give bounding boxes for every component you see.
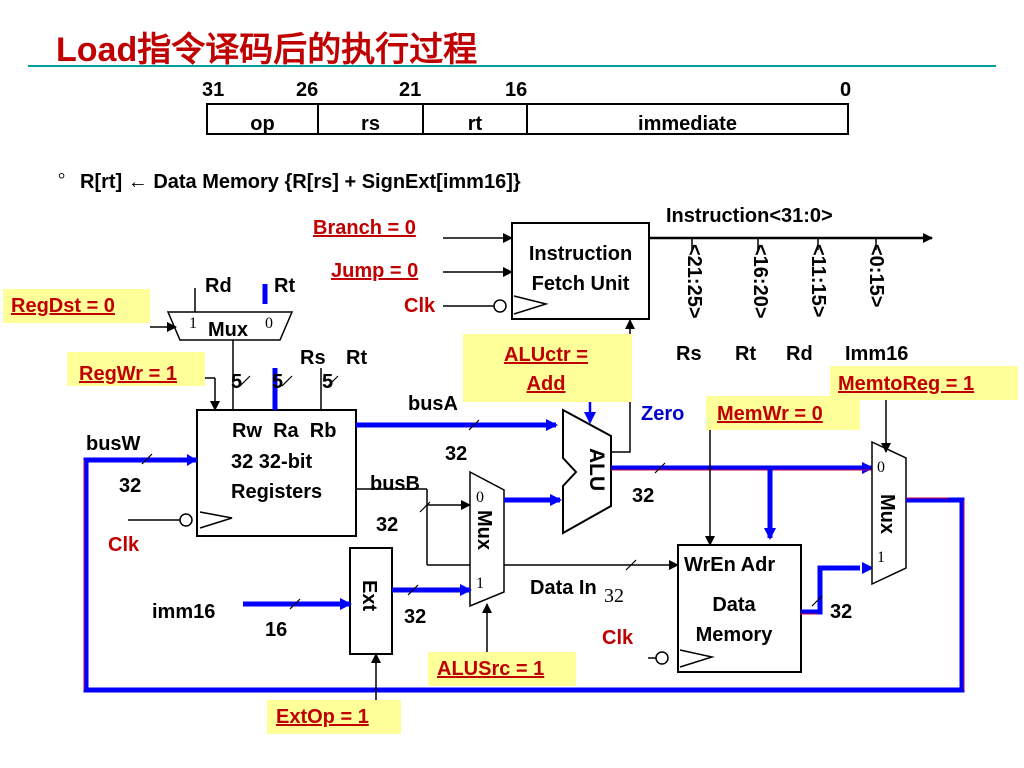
regdst-box: [3, 289, 150, 323]
regwr-signal: RegWr = 1: [79, 363, 177, 385]
bullet: °: [58, 169, 66, 189]
bit-31-label: 31: [202, 79, 225, 101]
ext-out-width: 32: [404, 606, 427, 628]
bit-16-label: 16: [505, 79, 528, 101]
ext-label: Ext: [358, 580, 380, 612]
rt-name: Rt: [735, 343, 757, 365]
alu-label: ALU: [585, 448, 608, 492]
regfile-label-line2: Registers: [231, 481, 323, 503]
field-immediate: immediate: [638, 113, 737, 135]
memory-out-line: [801, 565, 860, 615]
busB-width: 32: [376, 514, 399, 536]
instruction-bus-label: Instruction<31:0>: [666, 205, 833, 227]
alusrc-box: [428, 652, 576, 686]
busW-loop: [83, 457, 965, 693]
bit-26-label: 26: [296, 79, 319, 101]
datain-width: 32: [604, 585, 624, 607]
zero-label: Zero: [641, 403, 685, 425]
aluctr-signal-line1: ALUctr =: [504, 344, 588, 366]
memtoreg-mux: [871, 440, 907, 586]
ra-width: 5: [272, 371, 284, 393]
branch-signal: Branch = 0: [313, 217, 416, 239]
alu-shape: [562, 408, 612, 535]
mem-out-width: 32: [830, 601, 853, 623]
regdst-mux-label: Mux: [208, 319, 248, 341]
regfile-label-line1: 32 32-bit: [231, 451, 313, 473]
alusrc-mux-sel0: 0: [476, 489, 484, 506]
slide-title: Load指令译码后的执行过程: [56, 31, 478, 69]
field-rs: rs: [361, 113, 380, 135]
ifu-box: [511, 222, 650, 320]
memory-clk-bubble: [655, 651, 669, 665]
busW-label: busW: [86, 433, 141, 455]
register-file-box: [196, 409, 357, 537]
alusrc-mux-label: Mux: [473, 510, 495, 550]
memwr-box: [706, 396, 860, 430]
rs-name: Rs: [676, 343, 702, 365]
alusrc-signal: ALUSrc = 1: [437, 658, 545, 680]
memtoreg-mux-sel0: 0: [877, 459, 885, 476]
memory-label-line1: Data: [712, 594, 756, 616]
field-11-15: <11:15>: [807, 244, 829, 318]
regfile-clock-mark: [199, 511, 233, 529]
field-rt: rt: [467, 113, 483, 135]
field-0-15: <0:15>: [865, 244, 887, 308]
aluctr-signal-line2: Add: [526, 373, 566, 395]
regfile-ports: Rw Ra Rb: [232, 420, 337, 442]
field-21-25: <21:25>: [683, 244, 705, 319]
busW-width: 32: [119, 475, 142, 497]
rb-width: 5: [322, 371, 334, 393]
regfile-clk-bubble: [179, 513, 193, 527]
instruction-format-box: [206, 103, 849, 135]
aluctr-box: [463, 334, 632, 402]
busA-label: busA: [408, 393, 458, 415]
memory-label-line2: Memory: [695, 624, 773, 646]
imm16-name: Imm16: [845, 343, 909, 365]
memory-clock-mark: [679, 649, 715, 668]
regwr-box: [67, 352, 205, 386]
regdst-signal: RegDst = 0: [11, 295, 115, 317]
memory-ports: WrEn Adr: [684, 554, 776, 576]
memtoreg-mux-label: Mux: [876, 494, 898, 534]
bit-21-label: 21: [399, 79, 422, 101]
ifu-clk-label: Clk: [404, 295, 436, 317]
jump-signal: Jump = 0: [331, 260, 419, 282]
regfile-clk-label: Clk: [108, 534, 140, 556]
bit-0-label: 0: [840, 79, 852, 101]
busA-width: 32: [445, 443, 468, 465]
regdst-mux-sel0: 0: [265, 315, 273, 332]
field-op: op: [250, 113, 275, 135]
regdst-mux-sel1: 1: [189, 315, 197, 332]
busB-label: busB: [370, 473, 420, 495]
memory-clk-label: Clk: [602, 627, 634, 649]
ifu-label-line2: Fetch Unit: [531, 273, 630, 295]
mux-rt-input: Rt: [274, 275, 296, 297]
regfile-rt-label: Rt: [346, 347, 368, 369]
regfile-rs-label: Rs: [300, 347, 326, 369]
extop-box: [267, 700, 401, 734]
extop-signal: ExtOp = 1: [276, 706, 369, 728]
mux-rd-input: Rd: [205, 275, 232, 297]
datain-label: Data In: [530, 577, 597, 599]
alu-out-width: 32: [632, 485, 655, 507]
ifu-clk-bubble: [493, 299, 507, 313]
ifu-clock-mark: [513, 295, 549, 315]
data-memory-box: [677, 544, 802, 673]
imm16-label: imm16: [152, 601, 216, 623]
alusrc-mux-sel1: 1: [476, 575, 484, 592]
operation-text: R[rt] ← Data Memory {R[rs] + SignExt[imm…: [80, 171, 521, 193]
memwr-signal: MemWr = 0: [717, 403, 823, 425]
memtoreg-box: [830, 366, 1018, 400]
memtoreg-signal: MemtoReg = 1: [838, 373, 975, 395]
ifu-label-line1: Instruction: [528, 243, 633, 265]
imm16-width: 16: [265, 619, 288, 641]
memtoreg-mux-sel1: 1: [877, 549, 885, 566]
field-16-20: <16:20>: [749, 244, 771, 319]
rw-width: 5: [231, 371, 243, 393]
rd-name: Rd: [786, 343, 813, 365]
alusrc-mux: [469, 470, 505, 608]
